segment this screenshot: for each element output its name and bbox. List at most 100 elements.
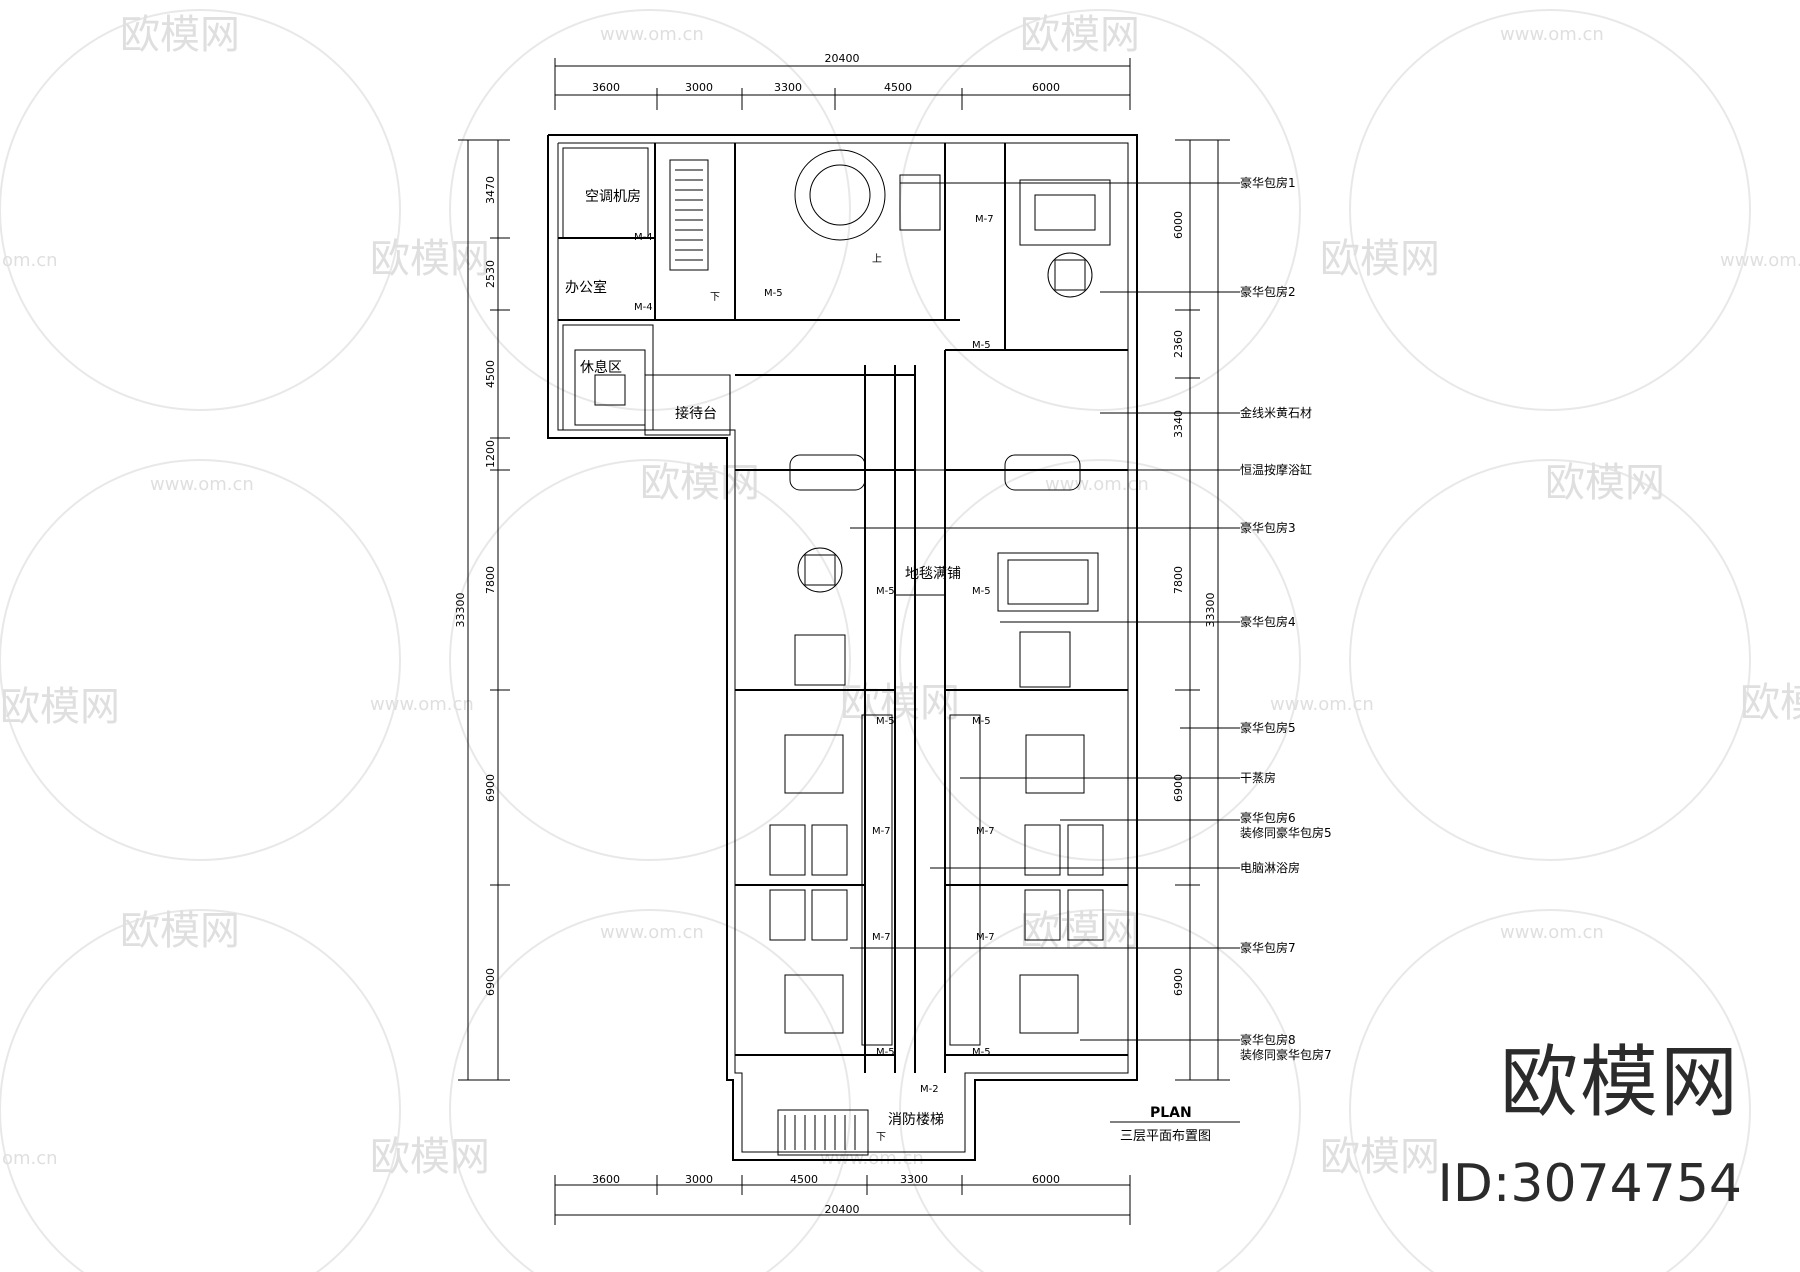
dim-top-4: 4500 xyxy=(884,81,912,94)
dimension-layer xyxy=(458,58,1230,1225)
dim-bottom-1: 3600 xyxy=(592,1173,620,1186)
dim-left-7: 6900 xyxy=(484,968,497,996)
callout-room3: 豪华包房3 xyxy=(1240,520,1296,535)
watermark-url: www.om.cn xyxy=(1500,922,1604,943)
watermark-brand: 欧模网 xyxy=(640,460,760,506)
door-tag: M-4 xyxy=(634,302,653,313)
door-tag: M-5 xyxy=(876,716,895,727)
door-tag: M-7 xyxy=(976,826,995,837)
watermark-url: www.om.cn xyxy=(150,474,254,495)
callout-room1: 豪华包房1 xyxy=(1240,175,1296,190)
dim-top-5: 6000 xyxy=(1032,81,1060,94)
watermark-url: www.om.cn xyxy=(370,694,474,715)
dim-bottom-5: 6000 xyxy=(1032,1173,1060,1186)
watermark-url: www.om.cn xyxy=(1270,694,1374,715)
watermark-brand: 欧模网 xyxy=(0,684,120,730)
watermark-brand: 欧模网 xyxy=(840,680,960,726)
watermark-url-short: om.cn xyxy=(2,250,58,271)
brand-logo: 欧模网 xyxy=(1499,1038,1740,1128)
callout-shower: 电脑淋浴房 xyxy=(1240,860,1300,875)
room-office: 办公室 xyxy=(565,279,607,296)
callout-labels: 豪华包房1 豪华包房2 金线米黄石材 恒温按摩浴缸 豪华包房3 豪华包房4 豪华… xyxy=(1240,175,1332,1062)
watermark-brand: 欧模网 xyxy=(370,236,490,282)
dimension-labels: 20400 3600 3000 3300 4500 6000 3600 3000… xyxy=(454,52,1217,1216)
dim-left-4: 1200 xyxy=(484,440,497,468)
door-tag: M-4 xyxy=(634,232,653,243)
door-tag: M-5 xyxy=(972,1047,991,1058)
door-tag: M-7 xyxy=(976,932,995,943)
stair-mark-up: 上 xyxy=(872,253,882,265)
callout-room8: 豪华包房8 xyxy=(1240,1032,1296,1047)
room-fire-stair: 消防楼梯 xyxy=(888,1112,944,1128)
dim-right-5: 6900 xyxy=(1172,774,1185,802)
door-tag: M-7 xyxy=(975,214,994,225)
door-tag: M-5 xyxy=(764,288,783,299)
callout-room7: 豪华包房7 xyxy=(1240,940,1296,955)
watermark-brand: 欧模网 xyxy=(1545,460,1665,506)
stair-treads xyxy=(675,169,856,1150)
watermark-url: www.om.cn xyxy=(1720,250,1800,271)
walls-layer xyxy=(547,134,1138,1161)
callout-stone: 金线米黄石材 xyxy=(1240,405,1312,420)
dim-left-5: 7800 xyxy=(484,566,497,594)
watermark-url: www.om.cn xyxy=(600,24,704,45)
door-tag: M-7 xyxy=(872,932,891,943)
door-tag: M-5 xyxy=(876,1047,895,1058)
watermark-brand: 欧模网 xyxy=(120,12,240,58)
door-tag: M-5 xyxy=(876,586,895,597)
watermark-url-short: om.cn xyxy=(2,1148,58,1169)
dim-right-1: 6000 xyxy=(1172,211,1185,239)
door-tag: M-5 xyxy=(972,716,991,727)
watermark-brand: 欧模网 xyxy=(1740,680,1800,726)
dim-left-3: 4500 xyxy=(484,360,497,388)
watermark-brand: 欧模网 xyxy=(120,908,240,954)
watermark-brand: 欧模网 xyxy=(1020,12,1140,58)
dim-bottom-3: 4500 xyxy=(790,1173,818,1186)
watermark-url: www.om.cn xyxy=(1045,474,1149,495)
dim-right-4: 7800 xyxy=(1172,566,1185,594)
dim-bottom-4: 3300 xyxy=(900,1173,928,1186)
dim-right-2: 2360 xyxy=(1172,330,1185,358)
stair-mark-down: 下 xyxy=(876,1132,886,1143)
dim-left-2: 2530 xyxy=(484,260,497,288)
dim-right-total: 33300 xyxy=(1204,593,1217,628)
door-tag: M-5 xyxy=(972,340,991,351)
dim-top-1: 3600 xyxy=(592,81,620,94)
watermark-url: www.om.cn xyxy=(820,1148,924,1169)
watermark-url: www.om.cn xyxy=(1500,24,1604,45)
watermark-url: www.om.cn xyxy=(600,922,704,943)
dim-right-3: 3340 xyxy=(1172,410,1185,438)
door-tag: M-7 xyxy=(872,826,891,837)
door-tags: M-4 M-4 M-5 M-7 M-5 M-5 M-5 M-5 M-5 M-7 … xyxy=(634,214,995,1143)
callout-room6: 豪华包房6 xyxy=(1240,810,1296,825)
room-labels: 空调机房 办公室 休息区 接待台 地毯满铺 消防楼梯 xyxy=(565,189,961,1128)
callout-room4: 豪华包房4 xyxy=(1240,614,1296,629)
callout-bathtub: 恒温按摩浴缸 xyxy=(1240,462,1312,477)
dim-top-2: 3000 xyxy=(685,81,713,94)
watermark-brand: 欧模网 xyxy=(370,1134,490,1180)
dim-left-1: 3470 xyxy=(484,176,497,204)
room-reception: 接待台 xyxy=(675,405,717,422)
room-lounge: 休息区 xyxy=(580,359,622,376)
dim-top-total: 20400 xyxy=(825,52,860,65)
dim-top-3: 3300 xyxy=(774,81,802,94)
callout-sauna: 干蒸房 xyxy=(1240,770,1276,785)
door-tag: M-2 xyxy=(920,1084,939,1095)
room-ac: 空调机房 xyxy=(585,189,641,205)
watermark-brand: 欧模网 xyxy=(1020,908,1140,954)
dim-left-total: 33300 xyxy=(454,593,467,628)
dim-right-6: 6900 xyxy=(1172,968,1185,996)
model-id: ID:3074754 xyxy=(1437,1154,1742,1214)
plan-subtitle: 三层平面布置图 xyxy=(1120,1129,1211,1144)
plan-title: PLAN xyxy=(1150,1105,1192,1121)
watermark-brand: 欧模网 xyxy=(1320,1134,1440,1180)
dim-bottom-total: 20400 xyxy=(825,1203,860,1216)
furniture-layer xyxy=(574,149,1240,1150)
watermark-brand: 欧模网 xyxy=(1320,236,1440,282)
callout-room5: 豪华包房5 xyxy=(1240,720,1296,735)
dim-bottom-2: 3000 xyxy=(685,1173,713,1186)
dim-left-6: 6900 xyxy=(484,774,497,802)
door-tag: M-5 xyxy=(972,586,991,597)
callout-room8-note: 装修同豪华包房7 xyxy=(1240,1047,1332,1062)
